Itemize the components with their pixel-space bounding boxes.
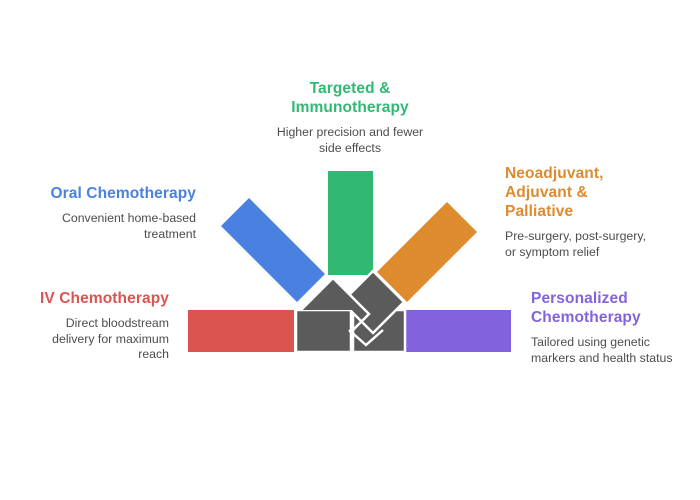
desc-line: side effects <box>319 140 381 155</box>
desc-line: markers and health status <box>531 350 673 365</box>
section-description: Direct bloodstream delivery for maximum … <box>29 316 169 363</box>
title-line: Immunotherapy <box>291 99 409 116</box>
section-title: Oral Chemotherapy <box>40 184 196 203</box>
section-title: Personalized Chemotherapy <box>531 289 691 327</box>
title-line: Oral Chemotherapy <box>50 185 196 202</box>
desc-line: or symptom relief <box>505 244 600 259</box>
section-oral-chemotherapy: Oral Chemotherapy Convenient home-based … <box>40 184 196 242</box>
desc-line: treatment <box>144 226 196 241</box>
section-title: Targeted & Immunotherapy <box>245 79 455 117</box>
knot-down-chevron <box>348 329 384 347</box>
section-neoadjuvant-adjuvant-palliative: Neoadjuvant, Adjuvant & Palliative Pre-s… <box>505 164 675 260</box>
knot-right-diamond <box>340 269 406 335</box>
desc-line: Direct bloodstream <box>65 316 169 330</box>
section-description: Convenient home-based treatment <box>40 211 196 242</box>
orange-arrow-bar <box>377 202 477 302</box>
title-line: IV Chemotherapy <box>40 290 169 307</box>
desc-line: Tailored using genetic <box>531 335 650 349</box>
section-personalized-chemotherapy: Personalized Chemotherapy Tailored using… <box>531 289 691 366</box>
title-line: Neoadjuvant, <box>505 165 604 182</box>
section-description: Pre-surgery, post-surgery, or symptom re… <box>505 229 675 260</box>
knot-fold-chevron <box>300 276 371 334</box>
title-line: Palliative <box>505 203 574 220</box>
title-line: Adjuvant & <box>505 184 588 201</box>
purple-arrow-bar <box>406 310 511 352</box>
desc-line: Pre-surgery, post-surgery, <box>505 229 646 243</box>
knot-left-diamond-top <box>301 278 365 310</box>
knot-left-square <box>294 308 353 354</box>
blue-arrow-bar <box>221 198 325 302</box>
title-line: Personalized <box>531 290 628 307</box>
title-line: Chemotherapy <box>531 309 641 326</box>
section-title: IV Chemotherapy <box>29 289 169 308</box>
desc-line: Higher precision and fewer <box>276 125 424 139</box>
desc-line: Convenient home-based <box>62 211 196 225</box>
title-line: Targeted & <box>309 80 391 97</box>
section-description: Higher precision and fewer side effects <box>245 125 455 156</box>
green-arrow-bar <box>328 171 373 275</box>
red-arrow-bar <box>188 310 294 352</box>
desc-line: delivery for maximum <box>52 331 169 346</box>
section-targeted-immunotherapy: Targeted & Immunotherapy Higher precisio… <box>245 79 455 156</box>
desc-line: reach <box>138 347 169 361</box>
section-title: Neoadjuvant, Adjuvant & Palliative <box>505 164 675 221</box>
center-knot <box>294 269 407 354</box>
section-description: Tailored using genetic markers and healt… <box>531 335 691 366</box>
section-iv-chemotherapy: IV Chemotherapy Direct bloodstream deliv… <box>29 289 169 363</box>
